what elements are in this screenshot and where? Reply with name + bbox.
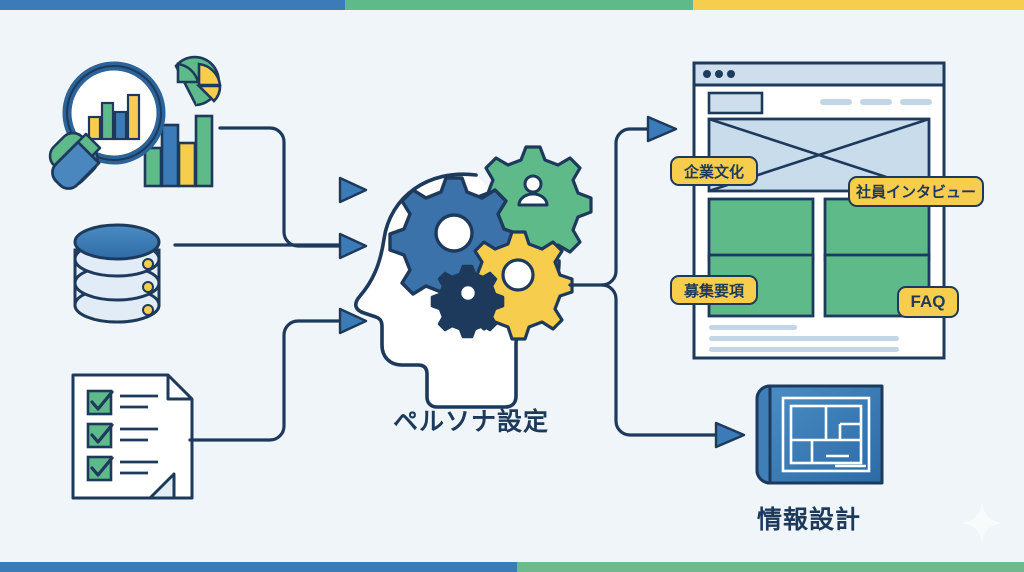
blueprint-icon <box>755 384 884 485</box>
bottom-bar-green-segment <box>517 562 1024 572</box>
badge-faq[interactable]: FAQ <box>897 286 959 318</box>
outbound-arrowheads <box>646 115 746 449</box>
checklist-document-icon <box>71 373 194 500</box>
checkbox-row-3 <box>86 455 158 482</box>
checkbox-row-1 <box>86 389 158 416</box>
outbound-arrows <box>568 127 720 437</box>
database-icon <box>73 223 161 324</box>
bottom-accent-bar <box>0 562 1024 572</box>
magnifier-handle <box>48 131 102 190</box>
checkbox-row-2 <box>86 422 158 449</box>
inbound-arrowheads <box>338 176 368 335</box>
badge-company-culture[interactable]: 企業文化 <box>670 156 758 186</box>
pie-chart-glyph <box>174 55 222 107</box>
sparkle-decoration <box>962 503 1002 543</box>
data-analytics-icon <box>48 55 222 190</box>
content-block <box>707 197 815 262</box>
persona-caption: ペルソナ設定 <box>393 407 550 436</box>
top-accent-bar <box>0 0 1024 10</box>
information-architecture-caption: 情報設計 <box>757 505 862 534</box>
inbound-arrows <box>173 126 342 442</box>
persona-head-group <box>354 145 593 409</box>
top-bar-green-segment <box>345 0 693 10</box>
top-bar-yellow-segment <box>693 0 1024 10</box>
top-bar-blue-segment <box>0 0 345 10</box>
content-block <box>823 197 931 262</box>
bottom-bar-blue-segment <box>0 562 517 572</box>
badge-employee-interview[interactable]: 社員インタビュー <box>848 176 984 207</box>
badge-job-requirements[interactable]: 募集要項 <box>670 275 758 305</box>
gear-small-navy <box>430 264 505 339</box>
